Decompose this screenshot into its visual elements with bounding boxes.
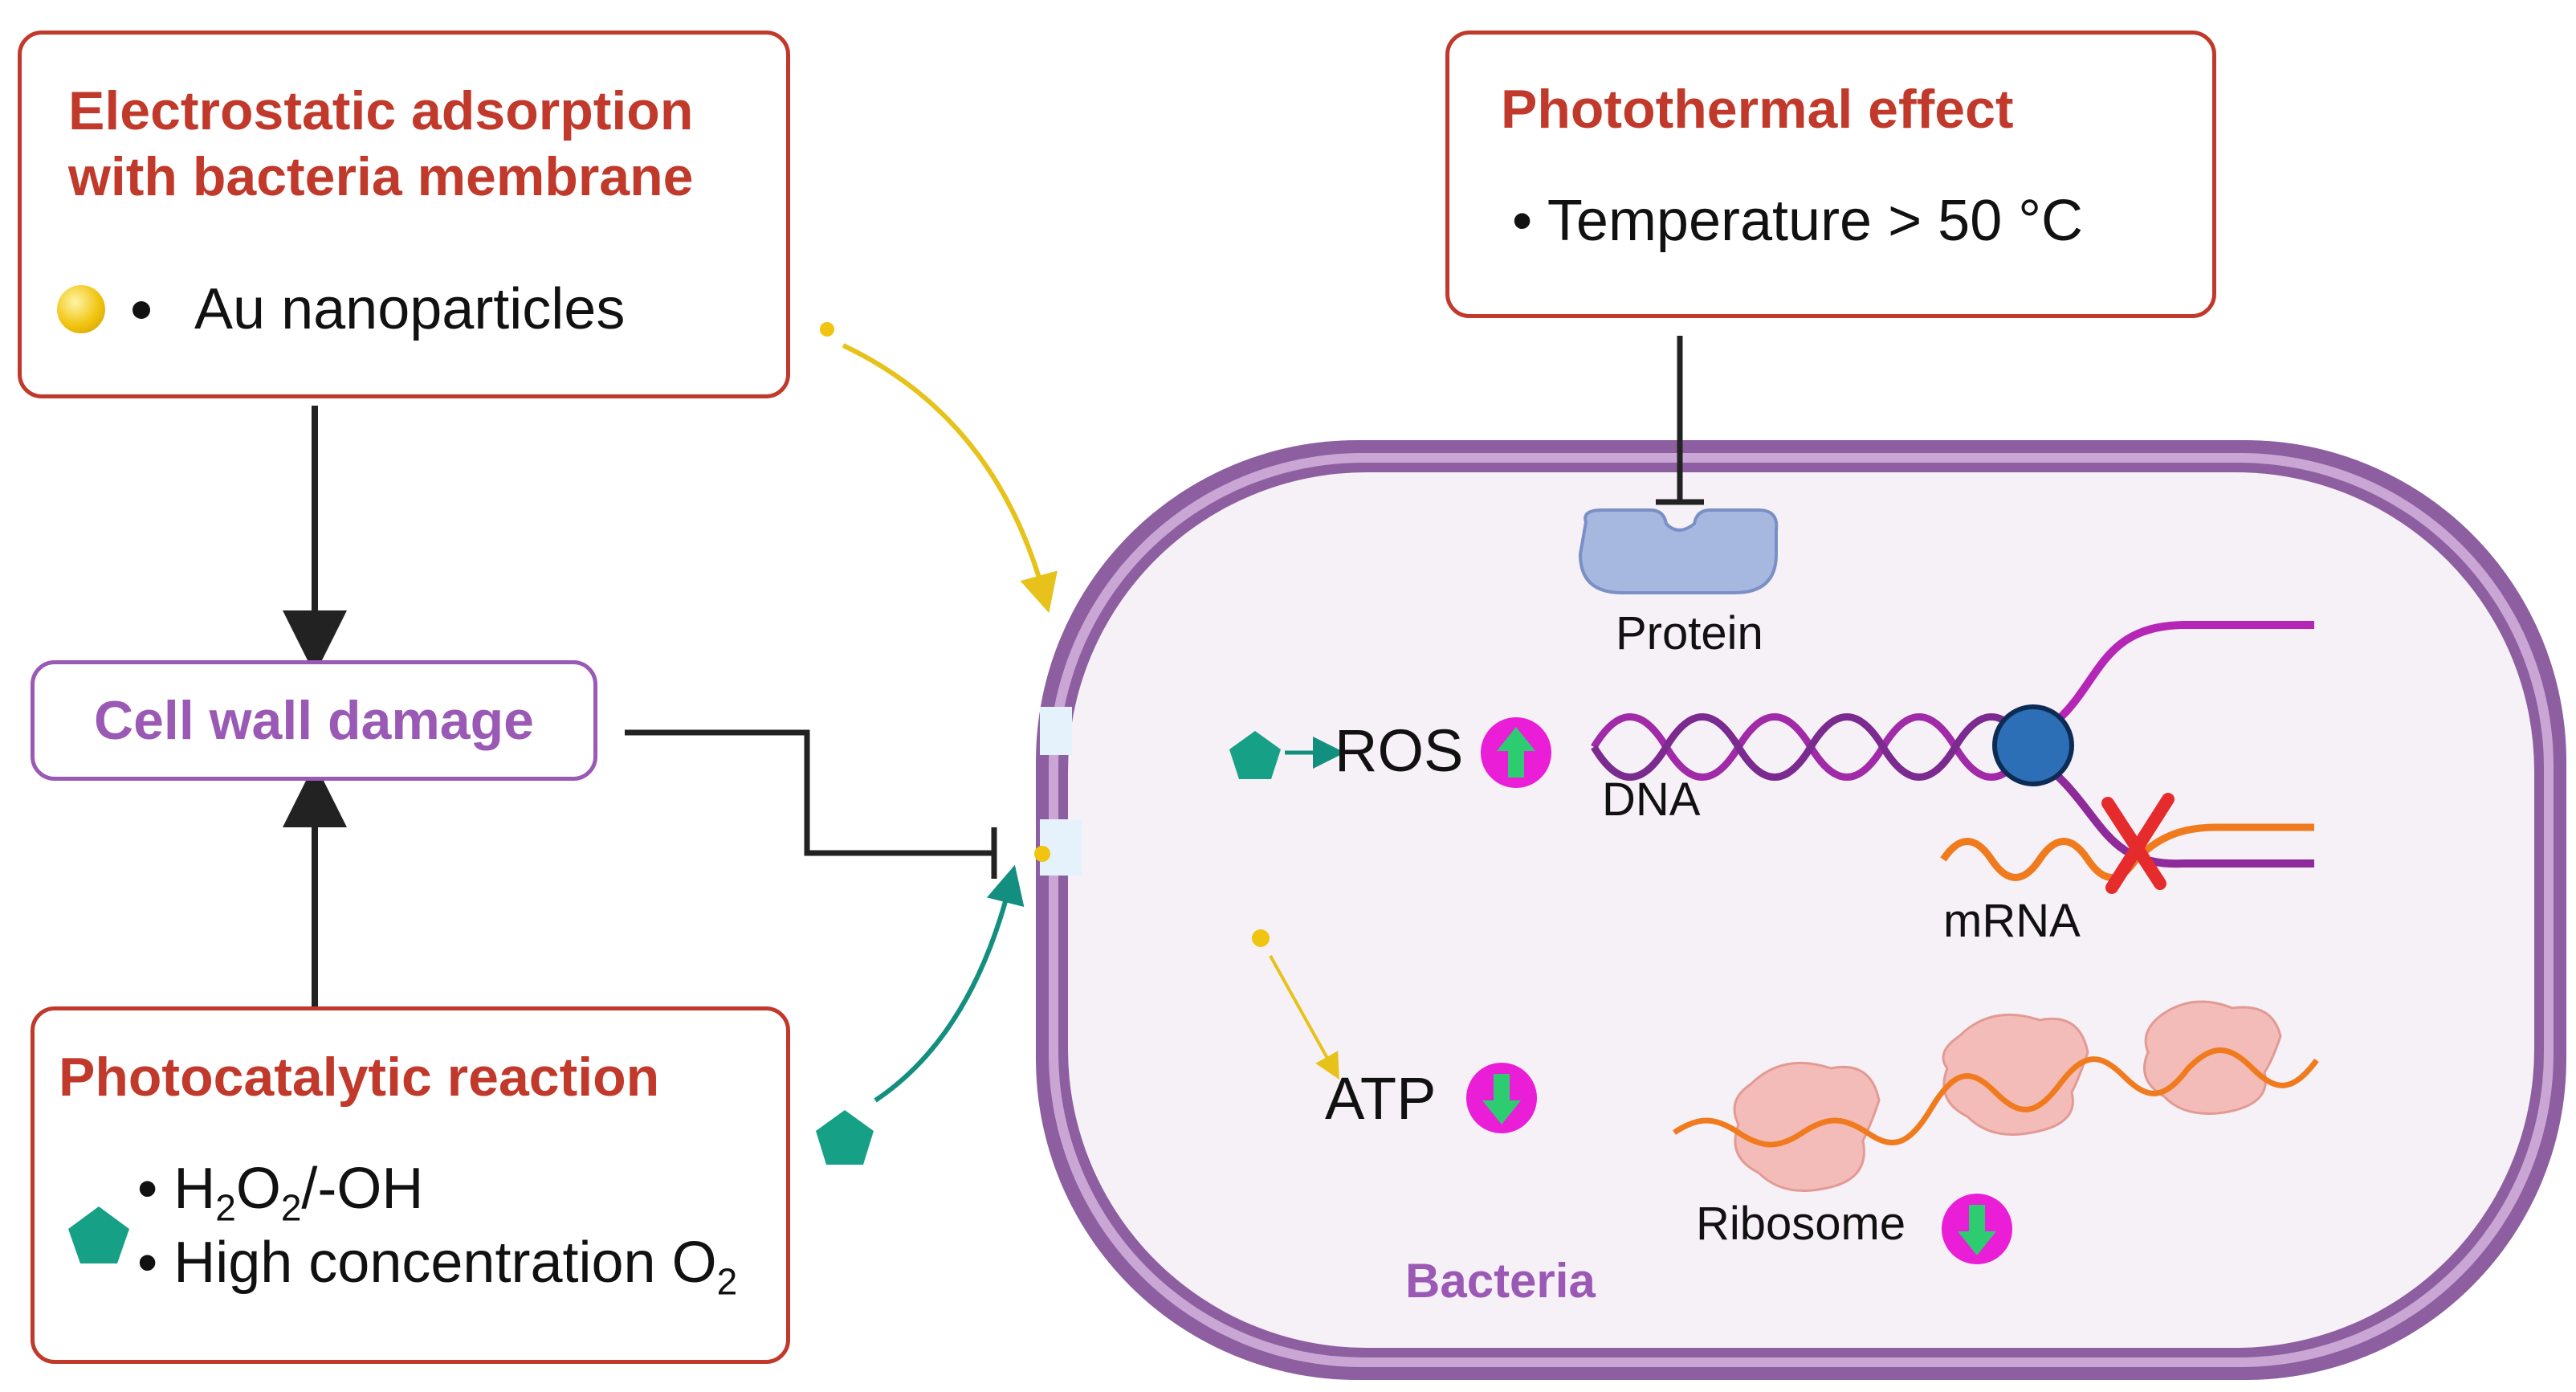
- mrna-label: mRNA: [1943, 895, 2081, 947]
- arrow-to-atp: [1269, 955, 1339, 1080]
- temperature-item: • Temperature > 50 °C: [1512, 189, 2084, 253]
- protein-label: Protein: [1616, 607, 1763, 659]
- h2o2-sub1: 2: [215, 1186, 236, 1229]
- o2-item: • High concentration O2: [137, 1229, 737, 1315]
- bacteria-label: Bacteria: [1405, 1254, 1596, 1308]
- h2o2-suffix: /-OH: [301, 1157, 424, 1221]
- electrostatic-title-line1: Electrostatic adsorption: [68, 80, 694, 141]
- gold-dot-membrane: [1034, 846, 1050, 862]
- au-nanoparticle-icon: [57, 285, 105, 333]
- o2-sub: 2: [716, 1260, 738, 1303]
- polymerase-circle: [1992, 704, 2074, 786]
- photothermal-box: Photothermal effect • Temperature > 50 °…: [1445, 31, 2216, 318]
- gold-curved-arrow: [842, 343, 1058, 614]
- dna-helix: [1591, 713, 2031, 781]
- cell-wall-damage-label: Cell wall damage: [94, 690, 534, 751]
- h2o2-item: • H2O2/-OH: [137, 1155, 423, 1241]
- electrostatic-title-line2: with bacteria membrane: [68, 146, 694, 207]
- o2-prefix: • High concentration O: [137, 1231, 717, 1295]
- mrna-strand: [1940, 823, 2314, 881]
- ribosome-label: Ribosome: [1696, 1198, 1906, 1250]
- bullet-dot-icon: [132, 301, 150, 319]
- teal-pentagon-ros: [1229, 731, 1281, 779]
- inhibition-line-damage: [625, 729, 994, 856]
- au-nanoparticles-label: Au nanoparticles: [194, 277, 626, 341]
- ros-label: ROS: [1335, 717, 1464, 784]
- bacteria-cell: [1036, 440, 2566, 1380]
- teal-curved-arrow: [874, 864, 1025, 1103]
- teal-pentagon-icon: [68, 1206, 129, 1263]
- h2o2-prefix: • H: [137, 1157, 216, 1221]
- dna-label: DNA: [1602, 774, 1701, 826]
- ribosome-down-arrow-icon: [1958, 1205, 1996, 1255]
- protein-shape: [1578, 508, 1779, 594]
- cytoplasm: [1068, 472, 2534, 1348]
- ribosome-mrna-strand: [1673, 1047, 2319, 1148]
- electrostatic-box: Electrostatic adsorption with bacteria m…: [18, 31, 790, 398]
- atp-label: ATP: [1325, 1065, 1437, 1132]
- red-x-icon: [2101, 793, 2175, 894]
- teal-pentagon-outside: [816, 1110, 874, 1165]
- photocatalytic-title: Photocatalytic reaction: [59, 1047, 660, 1108]
- h2o2-mid: O: [235, 1157, 281, 1221]
- gold-dot-atp: [1252, 929, 1270, 947]
- h2o2-sub2: 2: [280, 1186, 302, 1229]
- gold-dot-top: [820, 322, 834, 337]
- ros-up-arrow-icon: [1497, 727, 1535, 778]
- photothermal-title: Photothermal effect: [1501, 79, 2014, 140]
- photocatalytic-box: Photocatalytic reaction • H2O2/-OH • Hig…: [31, 1006, 790, 1364]
- membrane-gap-upper: [1040, 707, 1072, 755]
- cell-wall-damage-box: Cell wall damage: [31, 660, 597, 781]
- atp-down-arrow-icon: [1482, 1074, 1521, 1125]
